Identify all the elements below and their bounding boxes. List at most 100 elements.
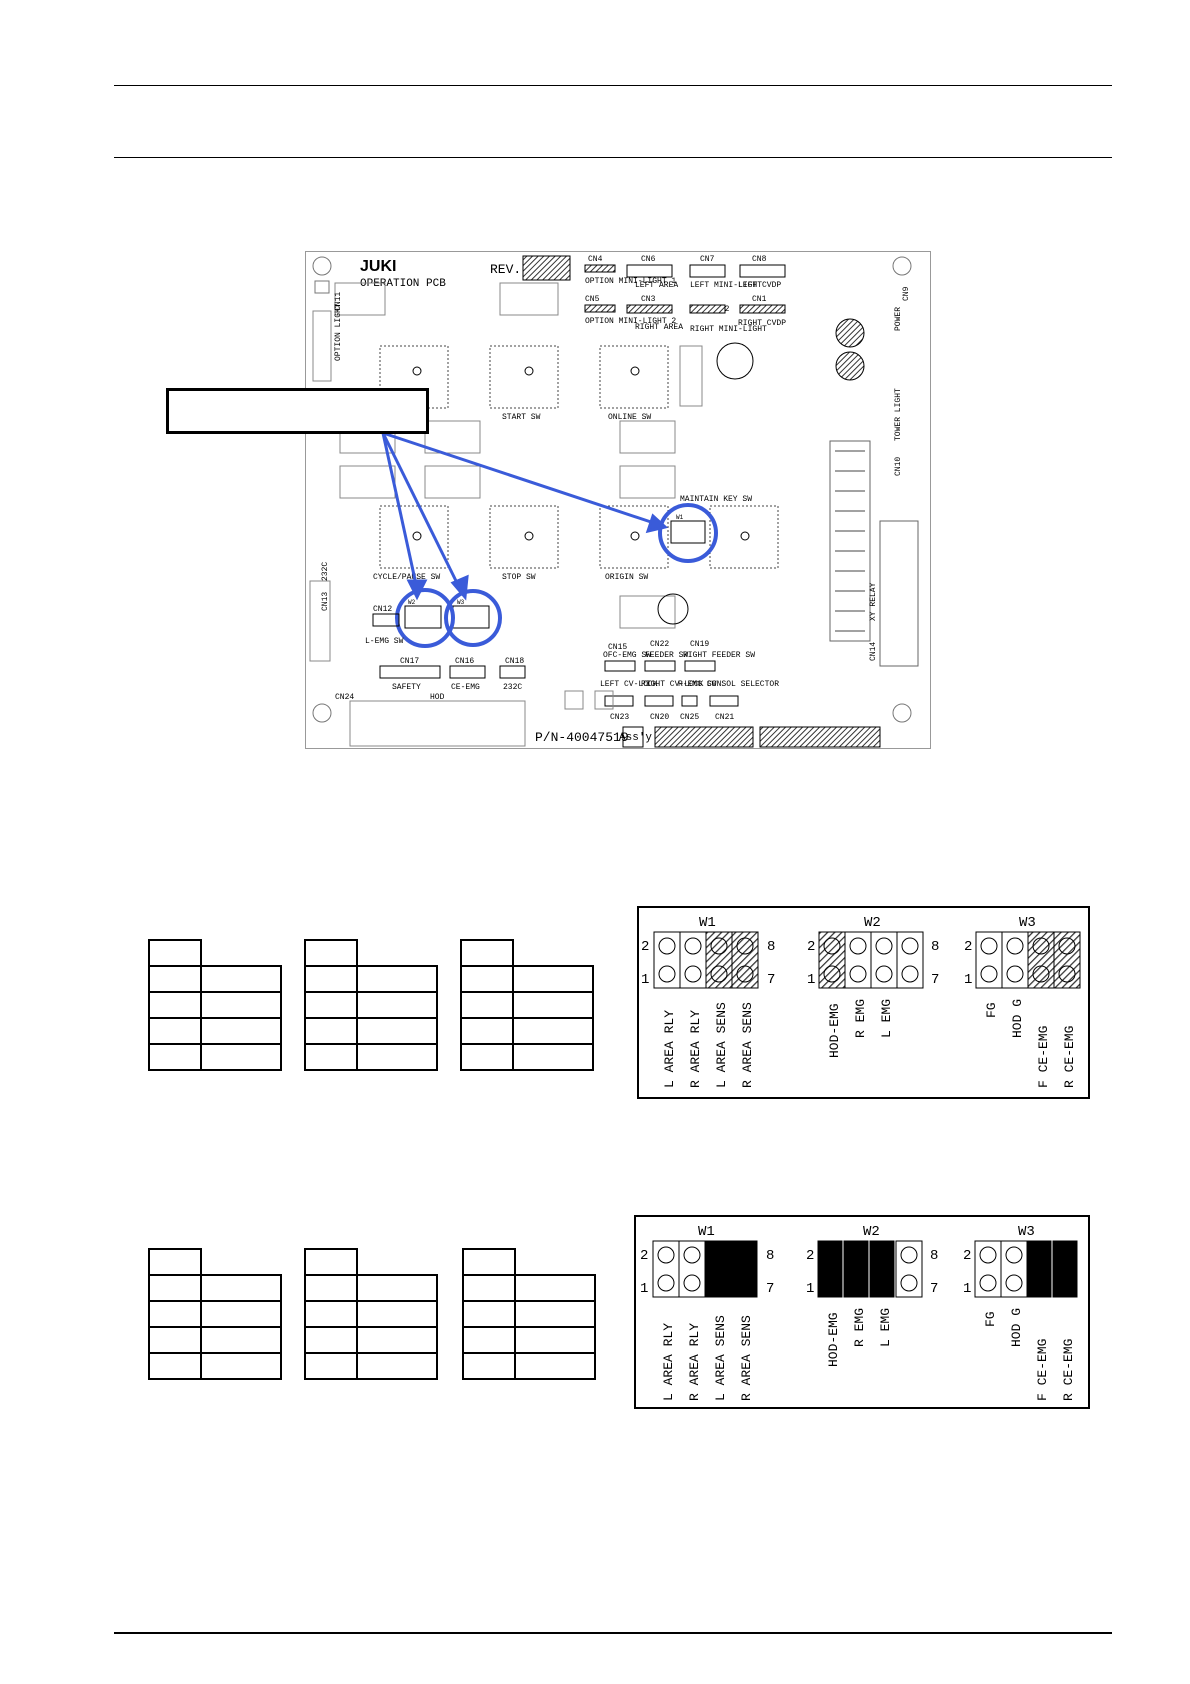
svg-text:CN8: CN8: [752, 255, 767, 264]
svg-text:CN18: CN18: [505, 657, 524, 666]
header-rule-bottom: [114, 157, 1112, 158]
svg-text:CN11: CN11: [334, 292, 343, 311]
power-caps: POWER CN9 TOWER LIGHT CN10: [679, 286, 911, 476]
juki-logo: JUKI: [360, 258, 396, 275]
svg-text:CN15: CN15: [608, 643, 627, 652]
w3-header-b: W3: [1018, 1224, 1035, 1240]
part-number: P/N-40047519: [535, 730, 629, 745]
jumper-table-w1-b: [148, 1248, 282, 1380]
svg-text:OPTION LIGHT: OPTION LIGHT: [334, 303, 343, 361]
svg-text:W2: W2: [408, 599, 416, 606]
svg-text:LEFT CVDP: LEFT CVDP: [738, 281, 781, 290]
svg-text:R EMG: R EMG: [852, 1308, 867, 1347]
mount-hole: [312, 256, 332, 276]
relay: [499, 282, 559, 316]
svg-text:8: 8: [930, 1248, 938, 1264]
assy-label: Ass'y: [619, 732, 652, 744]
svg-text:CYCLE/PAUSE SW: CYCLE/PAUSE SW: [373, 573, 440, 582]
svg-text:CN22: CN22: [650, 640, 669, 649]
svg-text:L EMG: L EMG: [879, 999, 894, 1038]
jumper-table-w2-a: [304, 939, 438, 1071]
svg-text:CN14: CN14: [869, 642, 878, 661]
svg-text:2: 2: [963, 1248, 971, 1264]
svg-text:W3: W3: [457, 599, 465, 606]
callout-box: [166, 388, 429, 434]
svg-text:7: 7: [931, 972, 939, 988]
svg-text:CN17: CN17: [400, 657, 419, 666]
jumper-table-w3-a: [460, 939, 594, 1071]
svg-text:MAINTAIN KEY SW: MAINTAIN KEY SW: [680, 495, 752, 504]
svg-text:HOD-EMG: HOD-EMG: [826, 1312, 841, 1367]
jumper-panel-2: W1 2 1 8 7 L AREA RLY R AREA RLY L AREA …: [634, 1215, 1090, 1409]
left-side-labels: OPTION LIGHT CN11: [312, 292, 343, 382]
svg-text:L AREA SENS: L AREA SENS: [713, 1315, 728, 1401]
svg-text:R EMG: R EMG: [853, 999, 868, 1038]
svg-text:R-EMG SW: R-EMG SW: [678, 680, 717, 689]
svg-text:L EMG: L EMG: [878, 1308, 893, 1347]
svg-text:HOD-EMG: HOD-EMG: [827, 1003, 842, 1058]
w1-header-b: W1: [698, 1224, 715, 1240]
svg-text:7: 7: [766, 1281, 774, 1297]
svg-text:FG: FG: [984, 1002, 999, 1018]
svg-text:CN19: CN19: [690, 640, 709, 649]
svg-text:2: 2: [641, 939, 649, 955]
svg-text:HOD G: HOD G: [1009, 1308, 1024, 1347]
w2-header-b: W2: [863, 1224, 880, 1240]
svg-text:CN10: CN10: [894, 457, 903, 476]
svg-text:LEFT CV-LOCK: LEFT CV-LOCK: [600, 680, 658, 689]
svg-text:XY RELAY: XY RELAY: [869, 582, 878, 621]
svg-text:8: 8: [766, 1248, 774, 1264]
svg-text:POWER: POWER: [894, 307, 903, 331]
svg-text:8: 8: [931, 939, 939, 955]
svg-text:R CE-EMG: R CE-EMG: [1062, 1026, 1077, 1088]
svg-text:CN24: CN24: [335, 693, 354, 702]
svg-text:HOD: HOD: [430, 693, 445, 702]
svg-text:7: 7: [767, 972, 775, 988]
svg-text:CN7: CN7: [700, 255, 715, 264]
switch-blocks: START SW ONLINE SW CYCLE/PAUSE SW STOP S…: [373, 345, 779, 582]
mount-hole: [312, 703, 332, 723]
svg-text:OFC-EMG SW: OFC-EMG SW: [603, 651, 651, 660]
svg-text:2: 2: [806, 1248, 814, 1264]
pcb-title: OPERATION PCB: [360, 278, 446, 290]
svg-text:1: 1: [807, 972, 815, 988]
svg-text:CN21: CN21: [715, 713, 734, 722]
w3-header: W3: [1019, 915, 1036, 931]
svg-text:RIGHT CVDP: RIGHT CVDP: [738, 319, 786, 328]
svg-text:CN16: CN16: [455, 657, 474, 666]
resistor-array: XY RELAY CN14: [829, 440, 919, 667]
jumper-table-w2-b: [304, 1248, 438, 1380]
jumper-table-w3-b: [462, 1248, 596, 1380]
callout-arrows: [381, 431, 669, 601]
svg-text:FEEDER SW: FEEDER SW: [645, 651, 688, 660]
svg-text:OPTION MINI-LIGHT 2: OPTION MINI-LIGHT 2: [585, 317, 676, 326]
jumper-panel-1: W1 2 1 8 7 L AREA RLY R AREA RLY L AREA …: [637, 906, 1090, 1099]
svg-text:SAFETY: SAFETY: [392, 683, 421, 692]
svg-text:1: 1: [963, 1281, 971, 1297]
svg-text:L AREA RLY: L AREA RLY: [661, 1323, 676, 1401]
svg-text:R AREA RLY: R AREA RLY: [687, 1323, 702, 1401]
svg-text:1: 1: [640, 1281, 648, 1297]
svg-text:232C: 232C: [503, 683, 522, 692]
svg-text:CN25: CN25: [680, 713, 699, 722]
svg-text:ORIGIN SW: ORIGIN SW: [605, 573, 648, 582]
svg-text:RIGHT FEEDER SW: RIGHT FEEDER SW: [683, 651, 755, 660]
svg-text:CN20: CN20: [650, 713, 669, 722]
mount-hole: [892, 703, 912, 723]
rev-label: REV.: [490, 262, 521, 277]
bottom-connectors: CN12 L-EMG SW CN17 SAFETY CN16 CE-EMG CN…: [309, 562, 779, 747]
svg-text:1: 1: [964, 972, 972, 988]
svg-text:CN13: CN13: [321, 592, 330, 611]
svg-text:FG: FG: [983, 1311, 998, 1327]
relay: [334, 282, 386, 316]
svg-text:W1: W1: [676, 514, 684, 521]
svg-text:R AREA SENS: R AREA SENS: [740, 1002, 755, 1088]
svg-text:2: 2: [640, 1248, 648, 1264]
w1-header: W1: [699, 915, 716, 931]
svg-text:STOP SW: STOP SW: [502, 573, 536, 582]
svg-text:LEFT AREA: LEFT AREA: [635, 281, 678, 290]
assy-box: [654, 726, 754, 748]
assy-box: [759, 726, 881, 748]
svg-text:2: 2: [964, 939, 972, 955]
board-outline: [305, 251, 931, 749]
